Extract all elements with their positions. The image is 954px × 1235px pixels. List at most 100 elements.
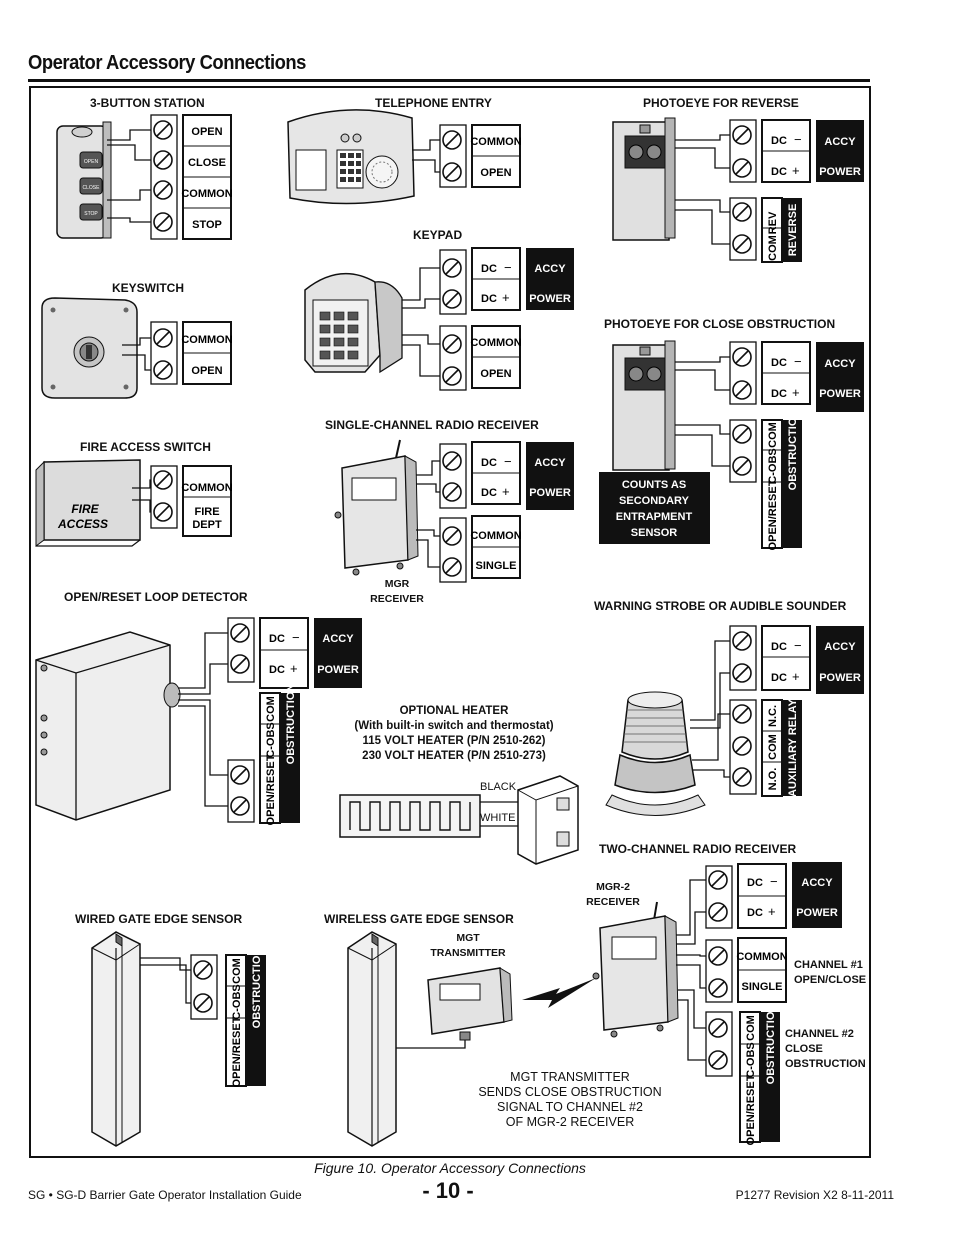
figure-caption: Figure 10. Operator Accessory Connection…	[314, 1160, 586, 1176]
term-power: POWER	[796, 907, 838, 919]
label-wired-edge: WIRED GATE EDGE SENSOR	[75, 912, 243, 926]
svg-text:−: −	[794, 354, 802, 369]
label-telephone: TELEPHONE ENTRY	[375, 96, 492, 110]
fire-label-line1: FIRE	[71, 502, 99, 516]
term-dc-plus: DC	[481, 487, 497, 499]
term-close: CLOSE	[188, 157, 226, 169]
term-stop: STOP	[192, 219, 222, 231]
mgt-transmitter-label: MGT TRANSMITTER	[430, 932, 506, 959]
term-accy: ACCY	[801, 877, 833, 889]
term-dc-minus: DC	[481, 263, 497, 275]
term-open-reset: OPEN/RESET	[231, 1016, 243, 1087]
term-rev: REV	[767, 211, 779, 234]
label-wireless-edge: WIRELESS GATE EDGE SENSOR	[324, 912, 514, 926]
mgt-note: MGT TRANSMITTER SENDS CLOSE OBSTRUCTION …	[478, 1070, 662, 1129]
svg-text:−: −	[794, 638, 802, 653]
term-open-reset: OPEN/RESET	[265, 754, 277, 825]
term-open-reset: OPEN/RESET	[767, 479, 779, 550]
counts-line-3: ENTRAPMENT	[616, 511, 693, 523]
diagram-frame	[29, 86, 871, 1158]
counts-line-1: COUNTS AS	[622, 479, 686, 491]
term-com: COM	[745, 1015, 757, 1041]
optional-heater	[339, 775, 579, 865]
label-keypad: KEYPAD	[413, 228, 463, 242]
wireless-gate-edge-sensor	[347, 931, 596, 1147]
btn-close-label: CLOSE	[83, 185, 101, 191]
term-dc-minus: DC	[771, 641, 787, 653]
term-c-obs: C-OBS	[231, 984, 243, 1019]
counts-line-2: SECONDARY	[619, 495, 690, 507]
label-photoeye-reverse: PHOTOEYE FOR REVERSE	[643, 96, 799, 110]
counts-as-note: COUNTS AS SECONDARY ENTRAPMENT SENSOR	[599, 472, 710, 544]
svg-text:−: −	[292, 630, 300, 645]
term-accy: ACCY	[824, 358, 856, 370]
label-loop-detector: OPEN/RESET LOOP DETECTOR	[64, 590, 248, 604]
svg-text:+: +	[502, 290, 510, 305]
term-dc-plus: DC	[771, 166, 787, 178]
fire-access-switch: FIRE ACCESS COMMON FIRE DEPT	[35, 459, 233, 547]
telephone-entry: COMMON OPEN	[287, 109, 522, 205]
term-power: POWER	[819, 166, 861, 178]
page-number: - 10 -	[422, 1178, 474, 1203]
term-dc-plus: DC	[747, 907, 763, 919]
photoeye-reverse: DC − DC + ACCY POWER REV COM REVERSE	[612, 117, 864, 263]
term-dc-minus: DC	[269, 633, 285, 645]
single-channel-radio-receiver: DC − DC + ACCY POWER COMMON SINGLE	[334, 439, 574, 583]
term-accy: ACCY	[534, 263, 566, 275]
term-aux-relay: AUXILIARY RELAY	[787, 698, 799, 797]
channel2-note: CHANNEL #2 CLOSE OBSTRUCTION	[785, 1028, 866, 1070]
svg-text:−: −	[770, 874, 778, 889]
term-power: POWER	[317, 664, 359, 676]
term-fire: FIRE	[194, 506, 219, 518]
term-power: POWER	[819, 672, 861, 684]
fire-label-line2: ACCESS	[57, 517, 108, 531]
term-com: COM	[767, 422, 779, 448]
svg-text:−: −	[794, 132, 802, 147]
wired-gate-edge-sensor: COM C-OBS OPEN/RESET OBSTRUCTION	[91, 931, 266, 1147]
term-common: COMMON	[181, 482, 232, 494]
term-c-obs: C-OBS	[265, 722, 277, 757]
btn-stop-label: STOP	[84, 211, 98, 217]
term-dc-minus: DC	[771, 135, 787, 147]
photoeye-close-obstruction: DC − DC + ACCY POWER COM C-OBS OPEN/RESE…	[612, 340, 864, 550]
term-power: POWER	[529, 487, 571, 499]
term-com: COM	[767, 734, 779, 760]
term-accy: ACCY	[534, 457, 566, 469]
title-rule	[28, 79, 870, 82]
term-reverse: REVERSE	[787, 204, 799, 257]
term-dc-plus: DC	[481, 293, 497, 305]
page-title: Operator Accessory Connections	[28, 52, 306, 74]
svg-text:−: −	[504, 260, 512, 275]
term-common: COMMON	[181, 334, 232, 346]
mgr2-receiver-label: MGR-2 RECEIVER	[586, 881, 640, 908]
term-c-obs: C-OBS	[745, 1042, 757, 1077]
term-common: COMMON	[181, 188, 232, 200]
keypad: DC − DC + ACCY POWER COMMON OPEN	[304, 247, 574, 391]
svg-text:+: +	[792, 385, 800, 400]
term-common: COMMON	[470, 136, 521, 148]
heater-note: OPTIONAL HEATER (With built-in switch an…	[354, 705, 554, 762]
btn-open-label: OPEN	[84, 159, 99, 165]
term-open: OPEN	[191, 365, 222, 377]
term-power: POWER	[529, 293, 571, 305]
label-fire-switch: FIRE ACCESS SWITCH	[80, 440, 211, 454]
label-photoeye-close: PHOTOEYE FOR CLOSE OBSTRUCTION	[604, 317, 836, 331]
open-reset-loop-detector: DC − DC + ACCY POWER COM C-OBS OPEN/RESE…	[35, 617, 362, 825]
term-nc: N.C.	[767, 705, 779, 727]
wire-black-label: BLACK	[480, 781, 517, 793]
term-accy: ACCY	[322, 633, 354, 645]
term-open: OPEN	[480, 167, 511, 179]
counts-line-4: SENSOR	[631, 527, 678, 539]
term-no: N.O.	[767, 768, 779, 791]
three-button-station: OPEN CLOSE STOP OPEN CLOSE COMMON STOP	[56, 114, 233, 240]
term-obstruction: OBSTRUCTION	[787, 410, 799, 491]
warning-strobe: DC − DC + ACCY POWER N.C. COM N.O. AUXIL…	[605, 625, 864, 816]
term-accy: ACCY	[824, 641, 856, 653]
label-keyswitch: KEYSWITCH	[112, 281, 184, 295]
term-dc-plus: DC	[771, 388, 787, 400]
term-dc-plus: DC	[771, 672, 787, 684]
term-accy: ACCY	[824, 136, 856, 148]
term-com: COM	[767, 235, 779, 261]
keyswitch: COMMON OPEN	[41, 297, 233, 399]
term-common: COMMON	[470, 337, 521, 349]
